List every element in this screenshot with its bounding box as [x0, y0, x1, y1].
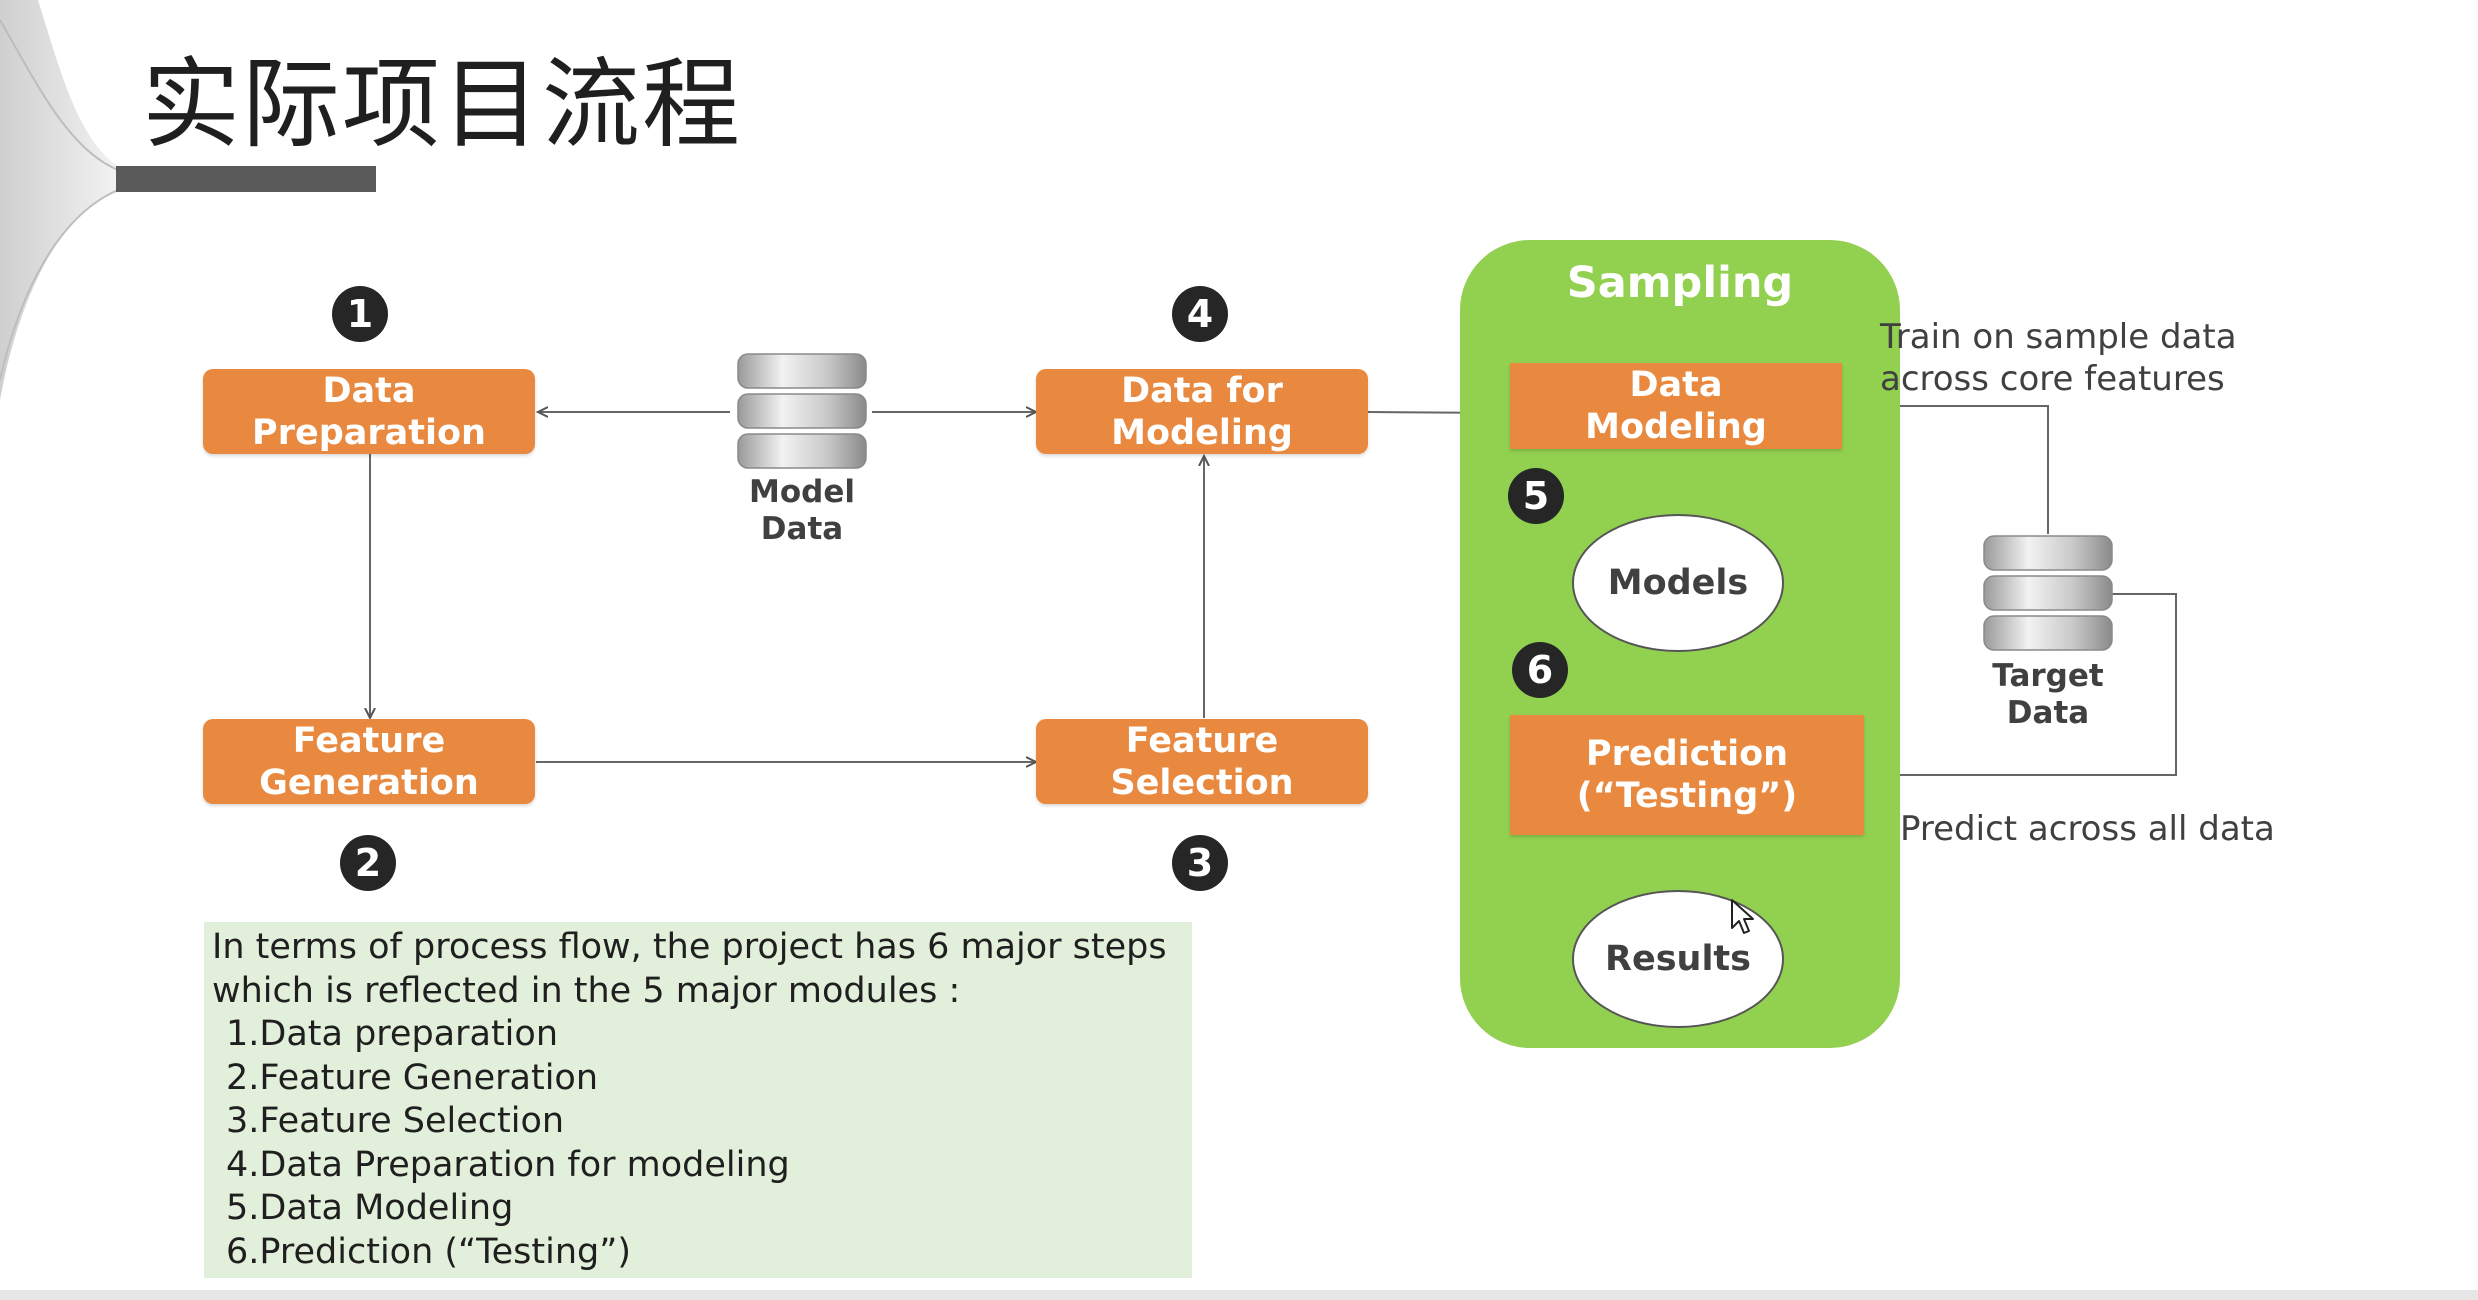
mouse-cursor-icon: [1731, 899, 1754, 934]
slide-bottom-edge: [0, 1290, 2478, 1300]
corner-swoosh: [0, 0, 119, 400]
target-data-label: Target Data: [1992, 658, 2104, 731]
model-data-label: Model Data: [749, 474, 855, 547]
page-title: 实际项目流程: [142, 48, 743, 162]
sampling-title: Sampling: [1566, 258, 1794, 308]
step-number-6: 6: [1512, 642, 1568, 698]
feature-selection-box: Feature Selection: [1036, 719, 1368, 804]
data-for-modeling-box: Data for Modeling: [1036, 369, 1368, 454]
step-number-3: 3: [1172, 835, 1228, 891]
summary-step-item: 5.Data Modeling: [226, 1188, 514, 1228]
models-node: Models: [1572, 514, 1784, 652]
arrow-targetdata-to-datamodeling: [1852, 406, 2049, 534]
results-node: Results: [1572, 890, 1784, 1028]
summary-step-item: 6.Prediction (“Testing”): [226, 1231, 632, 1272]
step-number-1: 1: [332, 286, 388, 342]
predict-annotation: Predict across all data: [1900, 809, 2275, 849]
step-number-4: 4: [1172, 286, 1228, 342]
summary-panel: In terms of process flow, the project ha…: [204, 922, 1192, 1278]
summary-step-item: 3.Feature Selection: [226, 1101, 565, 1141]
arrow-targetdata-to-prediction: [1866, 593, 2177, 775]
feature-generation-box: Feature Generation: [203, 719, 535, 804]
train-annotation: Train on sample data across core feature…: [1880, 317, 2237, 399]
step-number-2: 2: [340, 835, 396, 891]
data-preparation-box: Data Preparation: [203, 369, 535, 454]
data-modeling-box: Data Modeling: [1510, 363, 1842, 449]
summary-step-item: 2.Feature Generation: [226, 1057, 599, 1098]
prediction-box: Prediction (“Testing”): [1510, 715, 1864, 835]
summary-step-item: 4.Data Preparation for modeling: [226, 1144, 790, 1185]
summary-intro-line-2: which is reflected in the 5 major module…: [212, 970, 961, 1011]
step-number-5: 5: [1508, 468, 1564, 524]
summary-intro-line-1: In terms of process flow, the project ha…: [212, 927, 1167, 967]
target-data-database-icon: [1983, 535, 2113, 651]
summary-step-item: 1.Data preparation: [226, 1014, 559, 1054]
model-data-database-icon: [737, 353, 867, 469]
title-underline-bar: [116, 166, 376, 192]
